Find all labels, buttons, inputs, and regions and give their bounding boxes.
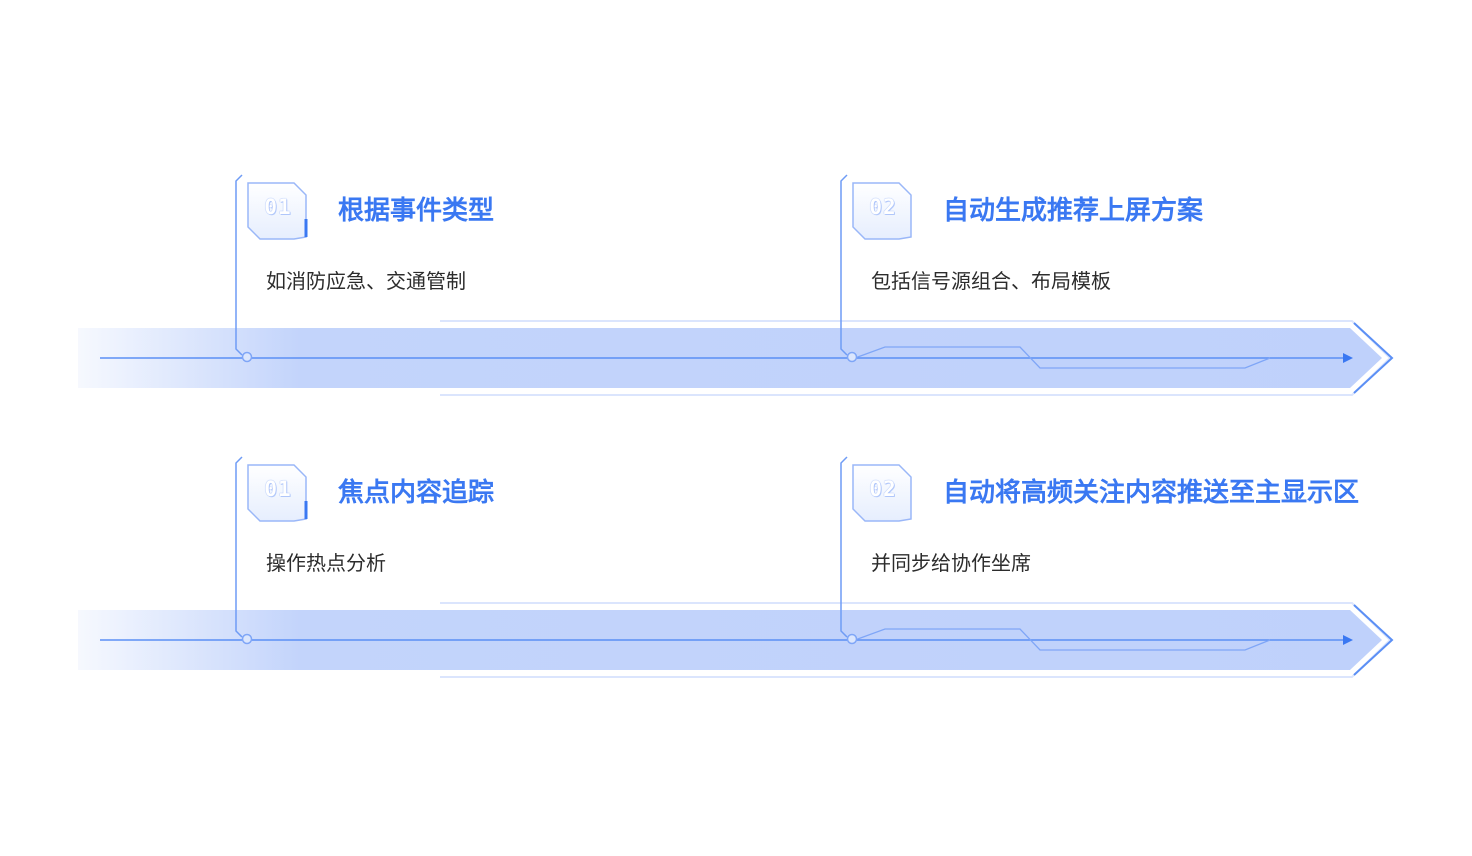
step-title: 自动生成推荐上屏方案	[943, 196, 1204, 226]
step-number: 01	[264, 195, 292, 219]
step-description: 操作热点分析	[266, 551, 386, 575]
step-card: 02 自动生成推荐上屏方案 包括信号源组合、布局模板	[833, 174, 1453, 405]
step-description: 并同步给协作坐席	[871, 551, 1031, 575]
step-title: 焦点内容追踪	[338, 478, 495, 508]
step-marker	[840, 456, 912, 645]
step-number: 01	[264, 477, 292, 501]
step-card: 01 焦点内容追踪 操作热点分析	[228, 456, 848, 687]
step-marker	[235, 174, 308, 363]
step-number: 02	[869, 477, 897, 501]
step-number: 02	[869, 195, 897, 219]
process-row-1: 01 根据事件类型 如消防应急、交通管制 02 自动生成推荐上屏方案 包括信号源…	[0, 174, 1472, 425]
step-card: 01 根据事件类型 如消防应急、交通管制	[228, 174, 848, 405]
step-description: 包括信号源组合、布局模板	[871, 269, 1111, 293]
step-description: 如消防应急、交通管制	[266, 269, 466, 293]
step-marker	[235, 456, 308, 645]
step-title: 自动将高频关注内容推送至主显示区	[943, 478, 1360, 508]
process-row-2: 01 焦点内容追踪 操作热点分析 02 自动将高频关注内容推送至主显示区 并同步…	[0, 456, 1472, 707]
arrow-band	[78, 320, 1394, 396]
arrow-band	[78, 602, 1394, 678]
step-marker	[840, 174, 912, 363]
step-card: 02 自动将高频关注内容推送至主显示区 并同步给协作坐席	[833, 456, 1453, 687]
step-title: 根据事件类型	[338, 196, 495, 226]
